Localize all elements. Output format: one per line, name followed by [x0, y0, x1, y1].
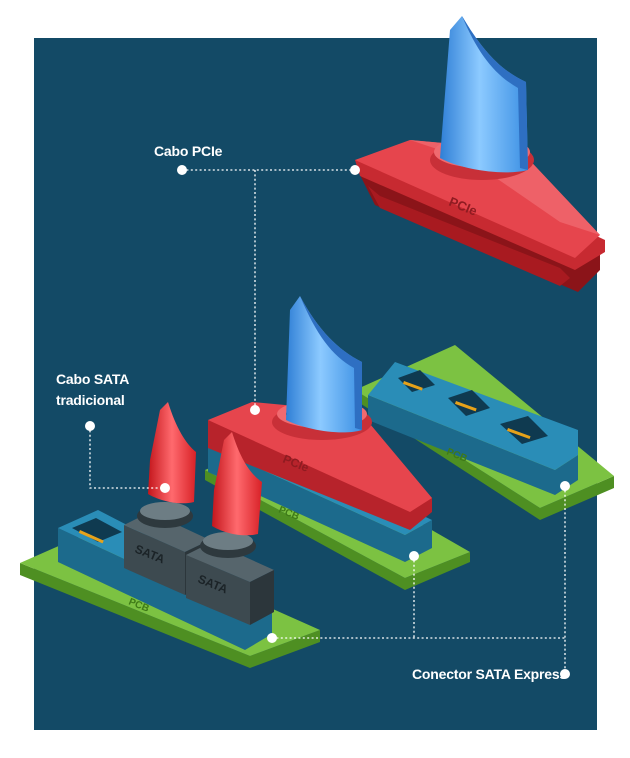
socket-right-front [368, 395, 578, 495]
circle-dot-icon [160, 483, 170, 493]
socket-right-slot-3 [500, 416, 548, 444]
circle-dot-icon [409, 551, 419, 561]
pcie-plug-middle: PCIe [208, 296, 432, 530]
pcie-plug-pins [368, 186, 570, 286]
pcie-mid-blue-ribbon [286, 296, 362, 433]
sata-express-socket-right: PCB [368, 362, 578, 495]
pcie-blue-ribbon [440, 16, 528, 173]
socket-front-front [58, 528, 272, 650]
sata-plug-2-body [186, 555, 250, 625]
socket-right-slot-2 [448, 390, 490, 416]
callout-dots [85, 165, 570, 679]
callout-express-line [272, 637, 566, 674]
socket-right-slot-1 [398, 370, 435, 392]
socket-right-pins-2 [454, 400, 477, 412]
label-sata-express-connector: Conector SATA Express [412, 666, 568, 682]
sata-plug-2-collar-top [203, 532, 253, 550]
sata-plug-1-body [124, 525, 185, 595]
sata-plug-2: SATA [186, 432, 274, 625]
callout-lines [89, 169, 566, 674]
pcie-plug-top [355, 140, 600, 258]
callout-sata-line [89, 426, 165, 489]
pcie-mid-side [208, 420, 432, 530]
red-cable-2 [212, 432, 262, 536]
circle-dot-icon [177, 165, 187, 175]
socket-front-slot [72, 518, 122, 542]
circle-dot-icon [250, 405, 260, 415]
label-pcie-cable: Cabo PCIe [154, 143, 223, 159]
pcie-plug-top-highlight [410, 140, 600, 235]
socket-front-pins [78, 530, 104, 544]
pcie-mid-blue-ribbon-edge [300, 296, 362, 430]
circle-dot-icon [85, 421, 95, 431]
red-cable-1 [148, 402, 196, 504]
pcie-cable: PCIe [355, 16, 605, 292]
circle-dot-icon [560, 481, 570, 491]
label-sata-cable-line2: tradicional [56, 392, 125, 408]
label-sata-cable: Cabo SATA tradicional [56, 369, 129, 411]
socket-right-pins-3 [506, 428, 531, 440]
socket-right-pins-1 [402, 381, 423, 391]
circle-dot-icon [267, 633, 277, 643]
circle-dot-icon [350, 165, 360, 175]
pcie-mid-top [208, 402, 432, 512]
circle-dot-icon [560, 669, 570, 679]
sata-plug-1-collar-top [140, 502, 190, 520]
socket-middle-front [208, 445, 432, 562]
pcie-blue-ribbon-edge [462, 16, 528, 170]
sata-plug-2-side [250, 570, 274, 625]
label-sata-cable-line1: Cabo SATA [56, 371, 130, 387]
